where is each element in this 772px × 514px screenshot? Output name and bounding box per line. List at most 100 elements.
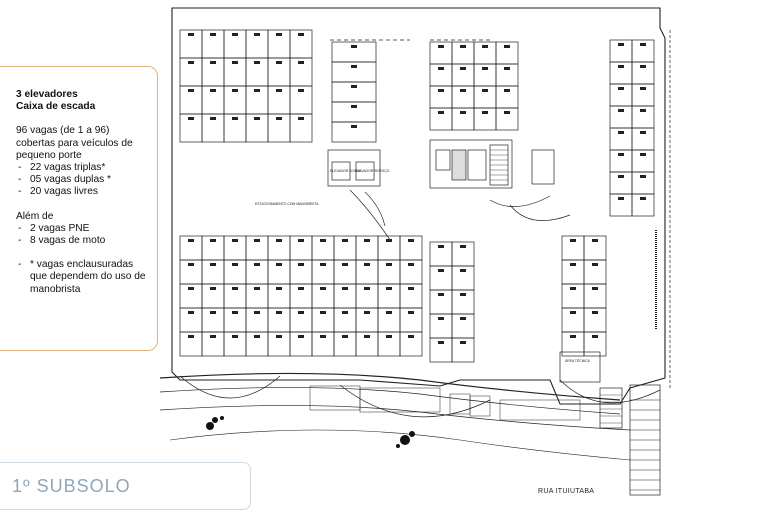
space-number-mark: [438, 89, 444, 92]
space-number-mark: [276, 287, 282, 290]
space-number-mark: [232, 335, 238, 338]
space-number-mark: [460, 341, 466, 344]
space-number-mark: [438, 45, 444, 48]
space-number-mark: [618, 43, 624, 46]
space-number-mark: [386, 239, 392, 242]
floor-plan: ESTACIONAMENTO COM MANOBRISTA ELEVADOR S…: [160, 7, 671, 496]
space-number-mark: [210, 287, 216, 290]
space-number-mark: [232, 263, 238, 266]
space-number-mark: [640, 175, 646, 178]
parking-space: [331, 121, 377, 143]
space-number-mark: [254, 287, 260, 290]
space-number-mark: [438, 111, 444, 114]
space-number-mark: [438, 269, 444, 272]
space-number-mark: [320, 287, 326, 290]
space-number-mark: [408, 335, 414, 338]
space-number-mark: [342, 335, 348, 338]
space-number-mark: [351, 85, 357, 88]
space-number-mark: [342, 311, 348, 314]
space-number-mark: [640, 197, 646, 200]
elevator-core-right: [429, 139, 513, 189]
list-item: 05 vagas duplas *: [16, 174, 151, 186]
space-number-mark: [618, 197, 624, 200]
space-number-mark: [342, 263, 348, 266]
space-number-mark: [408, 287, 414, 290]
elevator-label: ELEVADOR SOCIAL: [330, 169, 362, 173]
space-number-mark: [276, 89, 282, 92]
space-number-mark: [298, 335, 304, 338]
also-label: Além de: [16, 210, 54, 222]
staircase-text: Caixa de escada: [16, 101, 96, 113]
parking-grid-bottom: [179, 235, 475, 363]
parking-space: [451, 337, 475, 363]
parking-grid-top-right: [429, 41, 519, 131]
space-number-mark: [482, 67, 488, 70]
space-number-mark: [210, 33, 216, 36]
space-number-mark: [210, 263, 216, 266]
space-number-mark: [460, 245, 466, 248]
space-number-mark: [408, 311, 414, 314]
space-number-mark: [640, 65, 646, 68]
space-number-mark: [232, 117, 238, 120]
space-number-mark: [210, 335, 216, 338]
space-number-mark: [364, 287, 370, 290]
space-number-mark: [298, 311, 304, 314]
space-number-mark: [254, 89, 260, 92]
list-item: 2 vagas PNE: [16, 223, 151, 235]
space-number-mark: [438, 317, 444, 320]
space-number-mark: [640, 153, 646, 156]
level-label-box: 1º SUBSOLO: [0, 462, 251, 510]
space-number-mark: [351, 125, 357, 128]
space-number-mark: [351, 65, 357, 68]
space-number-mark: [276, 33, 282, 36]
space-number-mark: [364, 263, 370, 266]
elevator-core-left: [327, 149, 381, 187]
space-number-mark: [482, 89, 488, 92]
space-number-mark: [364, 335, 370, 338]
space-number-mark: [482, 45, 488, 48]
space-number-mark: [298, 263, 304, 266]
space-number-mark: [188, 263, 194, 266]
space-number-mark: [460, 89, 466, 92]
space-number-mark: [320, 263, 326, 266]
street-label: RUA ITUIUTABA: [538, 488, 595, 495]
elevator-label: ELEVADOR SERVIÇO: [355, 169, 390, 173]
space-number-mark: [276, 61, 282, 64]
space-number-mark: [210, 61, 216, 64]
space-number-mark: [364, 311, 370, 314]
elevators-text: 3 elevadores: [16, 89, 78, 100]
space-number-mark: [618, 87, 624, 90]
level-title: 1º SUBSOLO: [12, 476, 131, 496]
space-number-mark: [320, 239, 326, 242]
elevator-shaft: [451, 149, 467, 181]
space-number-mark: [232, 239, 238, 242]
area-tecnica-box: [559, 351, 601, 383]
space-number-mark: [618, 175, 624, 178]
space-number-mark: [298, 117, 304, 120]
list-item: 22 vagas triplas*: [16, 162, 151, 174]
space-number-mark: [254, 263, 260, 266]
space-number-mark: [342, 287, 348, 290]
space-number-mark: [570, 239, 576, 242]
parking-grid-right: [609, 39, 655, 217]
space-number-mark: [254, 311, 260, 314]
space-number-mark: [570, 263, 576, 266]
space-number-mark: [460, 293, 466, 296]
space-number-mark: [232, 33, 238, 36]
space-number-mark: [408, 263, 414, 266]
elevator-social-right: [467, 149, 487, 181]
space-number-mark: [210, 239, 216, 242]
space-number-mark: [276, 239, 282, 242]
space-number-mark: [482, 111, 488, 114]
parking-space: [495, 107, 519, 131]
space-number-mark: [188, 117, 194, 120]
space-number-mark: [618, 131, 624, 134]
note-line-1: * vagas enclausuradas: [16, 259, 151, 271]
parking-info-box: 3 elevadores Caixa de escada 96 vagas (d…: [0, 66, 158, 351]
space-number-mark: [570, 287, 576, 290]
pne-space-right: [531, 149, 555, 185]
space-number-mark: [408, 239, 414, 242]
space-number-mark: [342, 239, 348, 242]
space-number-mark: [592, 311, 598, 314]
space-number-mark: [254, 33, 260, 36]
